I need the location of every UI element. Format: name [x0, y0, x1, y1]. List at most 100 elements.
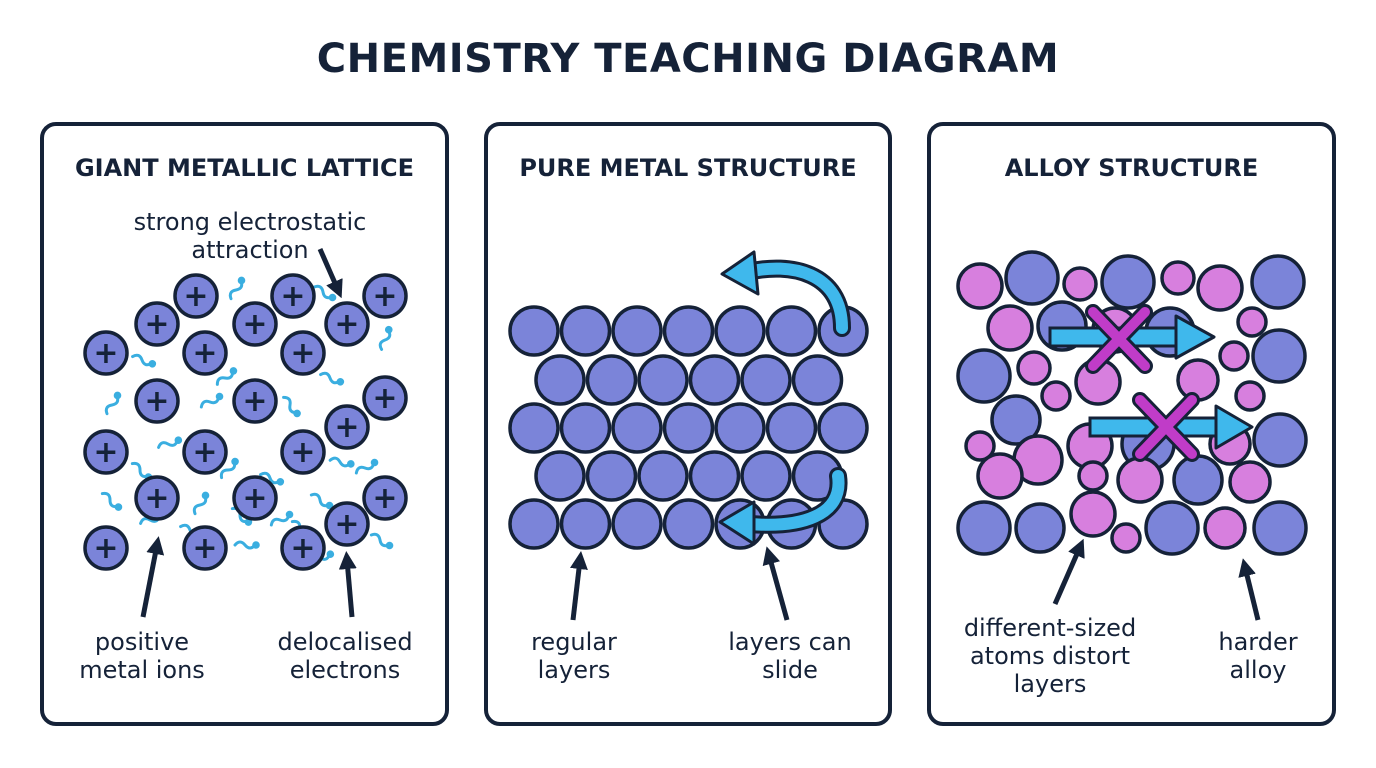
- electron: [309, 492, 334, 510]
- metal-ion: +: [182, 525, 228, 571]
- metal-ion: +: [362, 375, 408, 421]
- panel-title-alloy: ALLOY STRUCTURE: [1004, 154, 1259, 182]
- pointer-arrow-regular-layers-icon: [570, 551, 588, 621]
- alloy-different-atom: [1110, 522, 1142, 554]
- metal-atom: [534, 354, 586, 406]
- metal-ion: +: [270, 273, 316, 319]
- metal-ion: +: [280, 525, 326, 571]
- metal-atom: [714, 402, 766, 454]
- panel-giant-metallic-lattice: GIANT METALLIC LATTICE: [40, 122, 449, 726]
- metal-atom: [559, 498, 612, 550]
- plus-icon: +: [192, 336, 217, 371]
- electron: [104, 391, 122, 416]
- metal-atom: [585, 450, 638, 502]
- alloy-metal-atom: [1252, 412, 1308, 468]
- blocked-cross-top-icon: [1085, 304, 1153, 374]
- electron: [100, 491, 123, 511]
- metal-atom: [740, 450, 792, 502]
- electron: [259, 471, 285, 486]
- metal-ion: +: [280, 429, 326, 475]
- alloy-metal-atom: [1252, 500, 1308, 556]
- metal-atom: [585, 354, 638, 406]
- alloy-different-atom: [1218, 340, 1250, 372]
- metal-ion: +: [83, 525, 129, 571]
- electron: [369, 532, 394, 550]
- metal-ion: +: [134, 475, 180, 521]
- panel-title-lattice: GIANT METALLIC LATTICE: [74, 154, 415, 182]
- electron: [378, 325, 393, 351]
- metal-ion: +: [362, 475, 408, 521]
- plus-icon: +: [372, 481, 397, 516]
- metal-atom: [662, 498, 715, 550]
- plus-icon: +: [334, 410, 359, 445]
- metal-ion: +: [324, 501, 370, 547]
- plus-icon: +: [93, 531, 118, 566]
- electron: [192, 491, 210, 516]
- pointer-arrow-slide-icon: [762, 546, 790, 621]
- metal-atom: [508, 402, 560, 454]
- metal-atom: [765, 402, 818, 454]
- electron: [131, 353, 157, 368]
- alloy-different-atom: [1236, 306, 1268, 338]
- metal-atom: [791, 354, 844, 406]
- metal-ion: +: [182, 330, 228, 376]
- metal-ion: +: [173, 273, 219, 319]
- plus-icon: +: [290, 435, 315, 470]
- metal-ion: +: [182, 429, 228, 475]
- alloy-metal-atom: [1004, 250, 1060, 306]
- plus-icon: +: [93, 336, 118, 371]
- electron: [282, 395, 301, 418]
- alloy-different-atom: [964, 430, 996, 462]
- alloy-different-atom: [1228, 460, 1272, 504]
- electron: [354, 458, 379, 475]
- blocked-cross-bottom-icon: [1132, 392, 1200, 462]
- slide-arrow-top-icon: [720, 250, 851, 337]
- metal-ion: +: [134, 301, 180, 347]
- electron: [233, 540, 260, 550]
- metal-atom: [508, 305, 560, 357]
- metal-atom: [714, 305, 766, 357]
- metal-atom: [688, 450, 741, 502]
- page-title: CHEMISTRY TEACHING DIAGRAM: [316, 36, 1060, 82]
- metal-ion: +: [324, 301, 370, 347]
- electron: [199, 392, 224, 409]
- alloy-different-atom: [1203, 506, 1247, 550]
- metal-atom: [637, 450, 689, 502]
- electron: [319, 371, 345, 386]
- plus-icon: +: [242, 307, 267, 342]
- alloy-metal-atom: [1014, 502, 1066, 554]
- plus-icon: +: [290, 531, 315, 566]
- alloy-metal-atom: [1172, 454, 1224, 506]
- plus-icon: +: [242, 384, 267, 419]
- alloy-metal-atom: [1144, 500, 1200, 556]
- pointer-arrow-distort-icon: [1052, 538, 1085, 606]
- plus-icon: +: [192, 531, 217, 566]
- alloy-metal-atom: [1251, 328, 1307, 384]
- metal-atom: [508, 498, 560, 550]
- alloy-different-atom: [1196, 264, 1244, 312]
- metal-atom: [611, 498, 663, 550]
- plus-icon: +: [372, 381, 397, 416]
- blocked-arrow-top-icon: [1048, 314, 1216, 360]
- alloy-different-atom: [1069, 490, 1117, 538]
- metal-atom: [817, 402, 869, 454]
- alloy-metal-atom: [990, 394, 1042, 446]
- alloy-different-atom: [1160, 260, 1196, 296]
- metal-atom: [559, 305, 612, 357]
- alloy-metal-atom: [1250, 254, 1306, 310]
- plus-icon: +: [183, 279, 208, 314]
- alloy-different-atom: [1062, 266, 1098, 302]
- alloy-different-atom: [986, 304, 1034, 352]
- metal-atom: [662, 402, 715, 454]
- alloy-different-atom: [1040, 380, 1072, 412]
- electron: [269, 510, 294, 527]
- metal-ion: +: [232, 301, 278, 347]
- metal-ion: +: [134, 378, 180, 424]
- metal-ion: +: [232, 378, 278, 424]
